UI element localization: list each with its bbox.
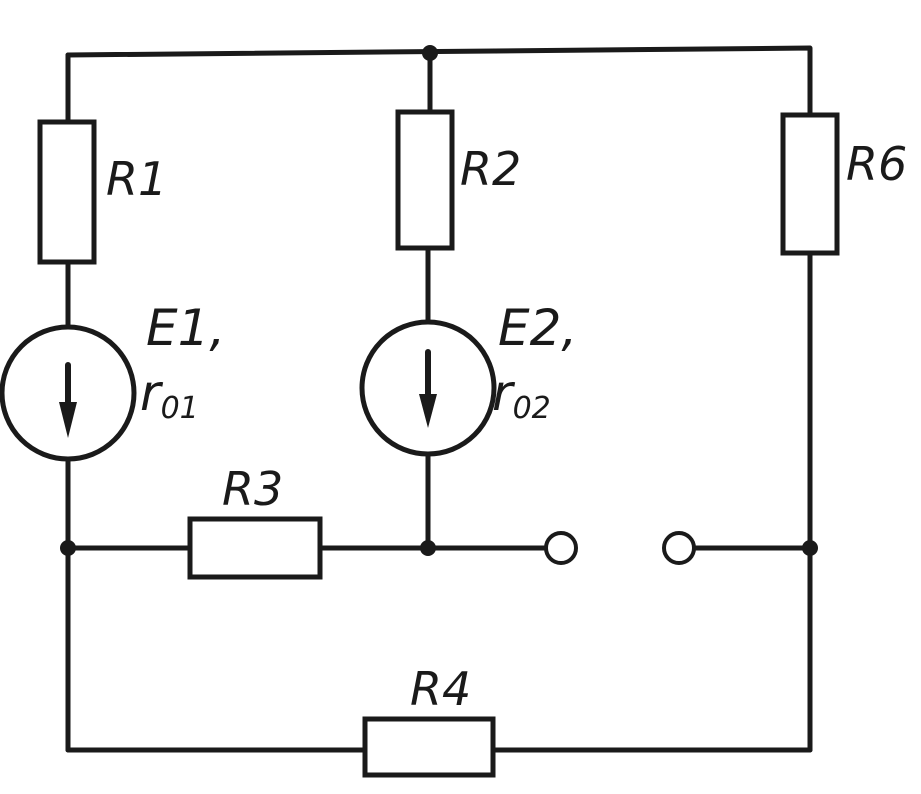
resistor-r1 [37,119,97,265]
resistor-r4 [362,716,496,778]
label-r01: r01 [140,364,199,426]
source-e2-arrow-head [419,394,437,428]
resistor-r2 [395,109,455,251]
label-e2: E2, [498,299,577,357]
label-r02: r02 [492,364,551,426]
junction-left [60,540,76,556]
label-r2: R2 [460,142,521,196]
label-r3: R3 [222,462,283,516]
label-r6: R6 [846,137,907,191]
junction-middle [420,540,436,556]
open-terminal-right [662,531,696,565]
label-r4: R4 [410,662,471,716]
source-e1-arrow-head [59,402,77,438]
label-r01-sub: 01 [161,391,199,426]
label-r02-main: r [492,364,516,422]
resistor-r3 [187,516,323,580]
voltage-source-e1 [0,324,137,462]
label-r1: R1 [106,152,167,206]
label-r02-sub: 02 [513,391,551,426]
open-terminal-left [544,531,578,565]
voltage-source-e2 [359,319,497,457]
label-r01-main: r [140,364,164,422]
label-e1: E1, [146,299,225,357]
resistor-r6 [780,112,840,256]
junction-right [802,540,818,556]
top-wire [65,45,813,118]
junction-top-middle [422,45,438,61]
